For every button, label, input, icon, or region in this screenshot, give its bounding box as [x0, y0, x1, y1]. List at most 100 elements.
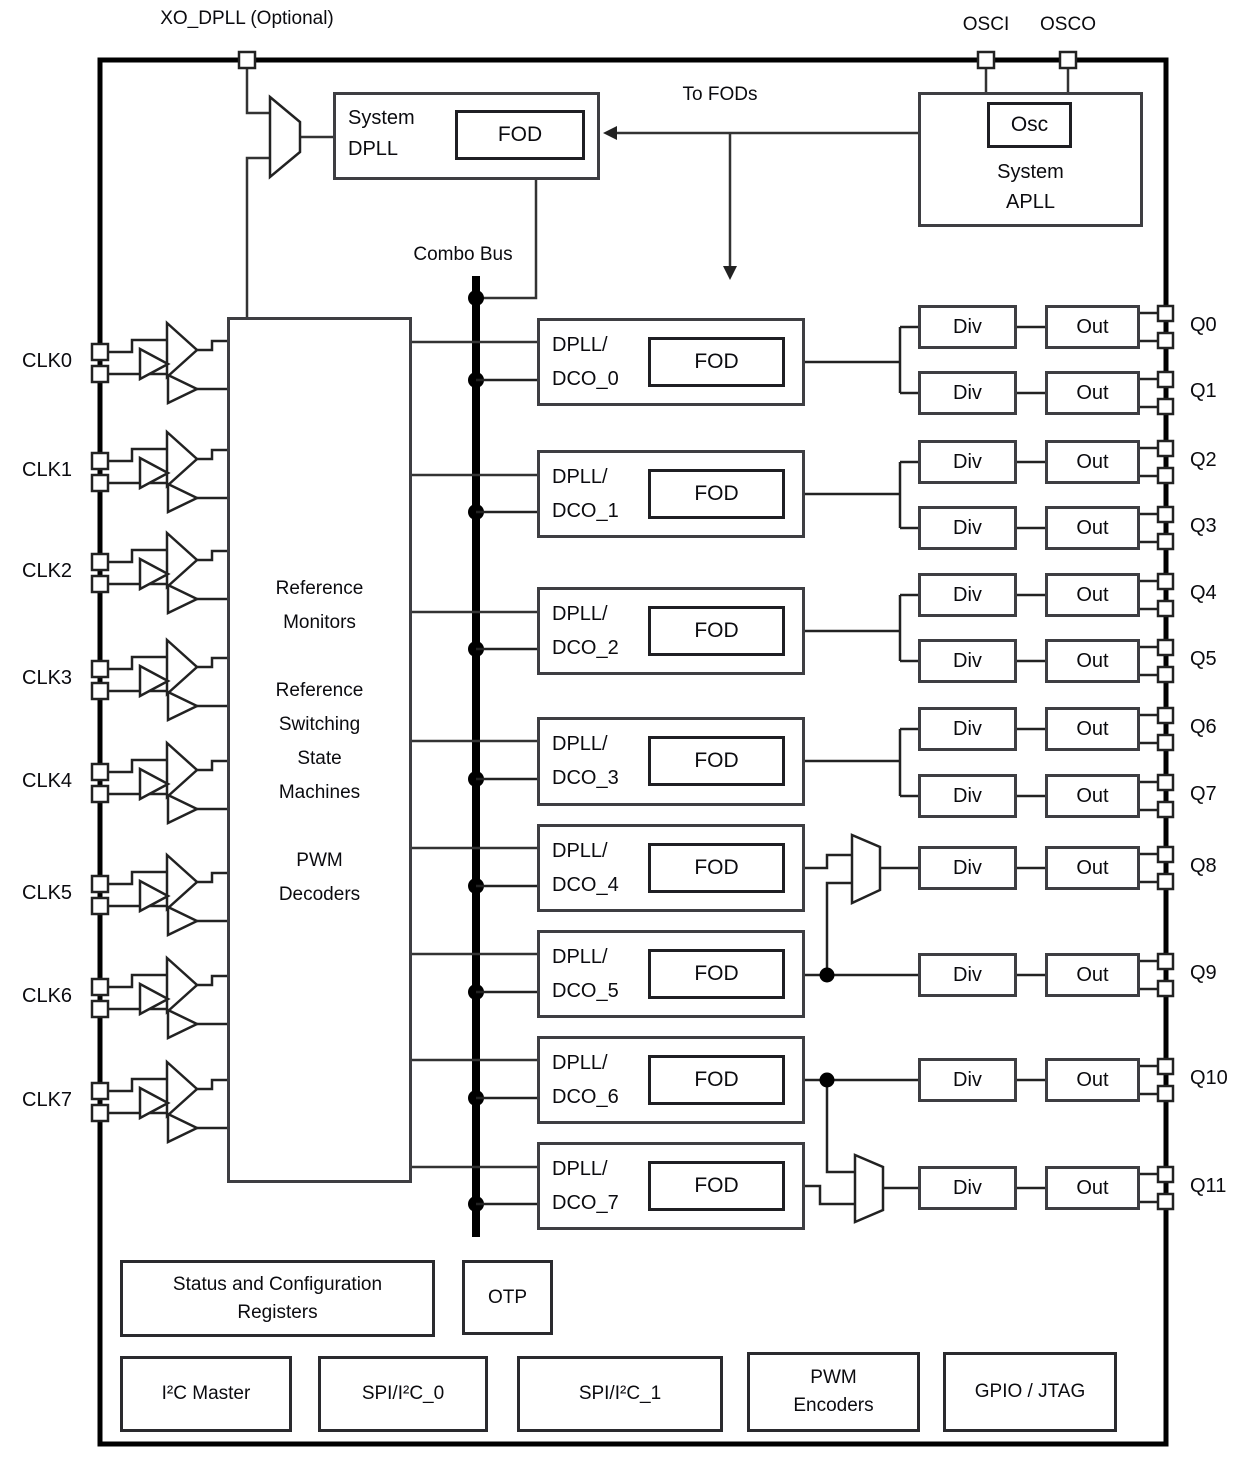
out-label: Out [1076, 963, 1109, 986]
out-label: Out [1076, 856, 1109, 879]
q10-junction-dot [819, 1072, 835, 1088]
fod-label: FOD [694, 1068, 739, 1091]
out-label: Out [1076, 516, 1109, 539]
out-box-q3: Out [1045, 506, 1140, 550]
div-label: Div [953, 649, 982, 672]
dpll-1-line2: DCO_1 [552, 500, 619, 522]
div-box-q2: Div [918, 440, 1017, 484]
dpll-7-line2: DCO_7 [552, 1192, 619, 1214]
pwm-encoders-block: PWM Encoders [747, 1352, 920, 1432]
q5-label: Q5 [1190, 648, 1217, 670]
dpll-1-line1: DPLL/ [552, 466, 608, 488]
div-box-q7: Div [918, 774, 1017, 818]
fod-box: FOD [648, 469, 785, 519]
system-dpll-fod-label: FOD [497, 123, 543, 146]
q3-label: Q3 [1190, 515, 1217, 537]
div-label: Div [953, 1068, 982, 1091]
fod-label: FOD [694, 619, 739, 642]
clk3-label: CLK3 [22, 667, 73, 689]
status-config-registers-block: Status and Configuration Registers [120, 1260, 435, 1337]
out-box-q10: Out [1045, 1058, 1140, 1102]
q11-label: Q11 [1190, 1175, 1227, 1197]
div-box-q11: Div [918, 1166, 1017, 1210]
ref-line: Machines [278, 782, 361, 803]
q9-junction-dot [819, 967, 835, 983]
out-box-q7: Out [1045, 774, 1140, 818]
fod-label: FOD [694, 749, 739, 772]
div-label: Div [953, 516, 982, 539]
gpio-jtag-block: GPIO / JTAG [943, 1352, 1117, 1432]
out-box-q4: Out [1045, 573, 1140, 617]
div-box-q9: Div [918, 953, 1017, 997]
system-apll-line2: APLL [1006, 191, 1055, 213]
dpll-dco-3-block: DPLL/DCO_3 FOD [537, 717, 805, 806]
ref-line: State [297, 748, 342, 769]
clk6-label: CLK6 [22, 985, 73, 1007]
reference-monitors-block: Reference Monitors Reference Switching S… [227, 317, 412, 1183]
top-pins [237, 50, 1078, 70]
dpll-4-line1: DPLL/ [552, 840, 608, 862]
clk7-label: CLK7 [22, 1089, 73, 1111]
div-label: Div [953, 963, 982, 986]
q1-label: Q1 [1190, 380, 1217, 402]
spi-i2c-0-label: SPI/I²C_0 [361, 1383, 445, 1404]
clk5-label: CLK5 [22, 882, 73, 904]
dpll-6-line1: DPLL/ [552, 1052, 608, 1074]
spi-i2c-1-block: SPI/I²C_1 [517, 1356, 723, 1432]
q7-label: Q7 [1190, 783, 1217, 805]
fod-box: FOD [648, 949, 785, 999]
bus-to-dpll-wires [476, 378, 537, 1206]
fod-label: FOD [694, 962, 739, 985]
out-label: Out [1076, 381, 1109, 404]
clk0-label: CLK0 [22, 350, 73, 372]
chip-outline [97, 57, 1169, 1447]
div-label: Div [953, 381, 982, 404]
system-apll-block: Osc System APLL [918, 92, 1143, 227]
ref-line [230, 810, 409, 844]
osci-pin-label: OSCI [962, 14, 1010, 35]
div-label: Div [953, 450, 982, 473]
ref-line: Reference [275, 680, 364, 701]
div-box-q1: Div [918, 371, 1017, 415]
out-box-q9: Out [1045, 953, 1140, 997]
fod-box: FOD [648, 736, 785, 786]
osc-label: Osc [1010, 113, 1049, 136]
div-box-q10: Div [918, 1058, 1017, 1102]
q2-label: Q2 [1190, 449, 1217, 471]
fod-label: FOD [694, 482, 739, 505]
q8-label: Q8 [1190, 855, 1217, 877]
dpll-5-line2: DCO_5 [552, 980, 619, 1002]
q11-output-mux [853, 1153, 885, 1224]
ref-line: PWM [296, 850, 343, 871]
top-wires [245, 68, 1070, 317]
otp-block: OTP [462, 1260, 553, 1335]
out-label: Out [1076, 583, 1109, 606]
dpll-output-wires [805, 325, 918, 1206]
dpll-dco-2-block: DPLL/DCO_2 FOD [537, 587, 805, 675]
pwm-line1: PWM [810, 1367, 857, 1388]
out-label: Out [1076, 315, 1109, 338]
div-label: Div [953, 856, 982, 879]
spi-i2c-1-label: SPI/I²C_1 [578, 1383, 662, 1404]
div-label: Div [953, 1176, 982, 1199]
spi-i2c-0-block: SPI/I²C_0 [318, 1356, 488, 1432]
out-label: Out [1076, 1068, 1109, 1091]
dpll-dco-6-block: DPLL/DCO_6 FOD [537, 1036, 805, 1124]
q10-label: Q10 [1190, 1067, 1228, 1089]
div-label: Div [953, 784, 982, 807]
out-label: Out [1076, 784, 1109, 807]
fod-label: FOD [694, 350, 739, 373]
system-dpll-block: System DPLL FOD [333, 92, 600, 180]
q8-output-mux [850, 833, 882, 905]
pwm-line2: Encoders [793, 1395, 874, 1416]
dpll-4-line2: DCO_4 [552, 874, 619, 896]
dpll-3-line1: DPLL/ [552, 733, 608, 755]
q4-label: Q4 [1190, 582, 1217, 604]
otp-label: OTP [487, 1286, 528, 1308]
status-line1: Status and Configuration [172, 1273, 383, 1295]
out-box-q2: Out [1045, 440, 1140, 484]
out-box-q1: Out [1045, 371, 1140, 415]
fod-box: FOD [648, 1055, 785, 1105]
